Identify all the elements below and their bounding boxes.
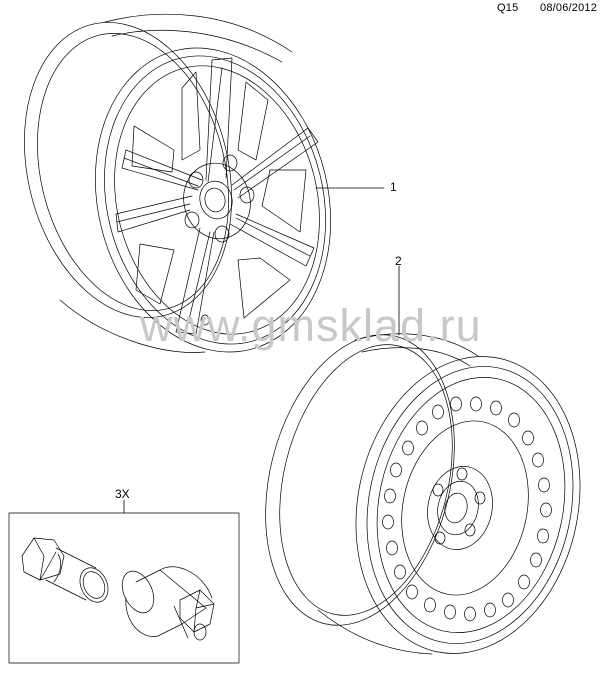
lock-key-adapter bbox=[121, 566, 215, 641]
lock-bolt-kit bbox=[8, 499, 240, 664]
callout-2: 2 bbox=[395, 254, 402, 268]
watermark: www.gmsklad.ru bbox=[140, 300, 482, 351]
callout-1: 1 bbox=[390, 180, 397, 194]
lock-bolt bbox=[21, 537, 109, 603]
steel-wheel bbox=[265, 333, 581, 655]
diagram-date: 08/06/2012 bbox=[540, 2, 598, 14]
alloy-wheel bbox=[24, 13, 331, 353]
kit-frame bbox=[8, 512, 240, 664]
callout-3x: 3X bbox=[115, 487, 130, 501]
diagram-code: Q15 bbox=[497, 2, 519, 14]
